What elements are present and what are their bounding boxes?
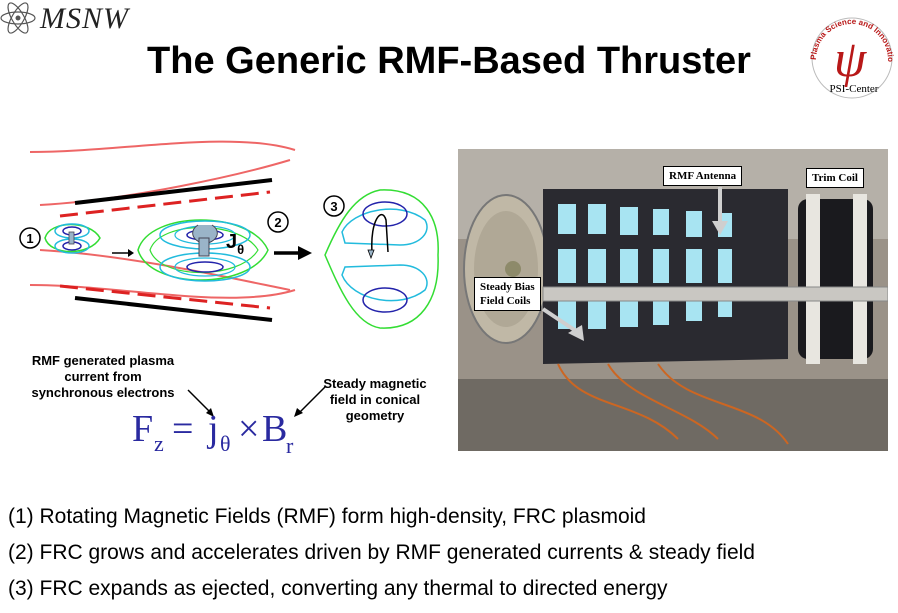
frc-3-outer bbox=[324, 189, 439, 329]
bullet-item-2: (2) FRC grows and accelerates driven by … bbox=[8, 541, 755, 564]
svg-text:B: B bbox=[262, 408, 287, 450]
steady-bias-field-coils-label: Steady Bias Field Coils bbox=[474, 277, 541, 311]
force-equation: F z = j θ × B r bbox=[132, 408, 294, 458]
current-arrow bbox=[198, 237, 210, 257]
field-line-inner-top bbox=[39, 159, 291, 206]
psi-symbol: ψ bbox=[834, 31, 868, 88]
svg-text:r: r bbox=[286, 433, 294, 458]
caption-arrows bbox=[187, 385, 327, 417]
trim-coil-label: Trim Coil bbox=[806, 168, 864, 188]
current-symbol: Jθ bbox=[226, 231, 244, 257]
stage-1-label: 1 bbox=[26, 231, 33, 246]
slide-title: The Generic RMF-Based Thruster bbox=[147, 40, 751, 82]
coil-dashed-top bbox=[59, 190, 271, 218]
bullet-item-1: (1) Rotating Magnetic Fields (RMF) form … bbox=[8, 505, 646, 528]
rmf-current-caption: RMF generated plasma current from synchr… bbox=[31, 353, 175, 400]
stage-3-label: 3 bbox=[330, 199, 337, 214]
psi-center-logo: Plasma Science and Innovation ψ PSI-Cent… bbox=[798, 0, 898, 100]
atom-icon bbox=[0, 2, 36, 34]
coil-dashed-bottom bbox=[59, 284, 271, 310]
svg-text:θ: θ bbox=[220, 431, 231, 456]
svg-text:j: j bbox=[206, 408, 219, 450]
thruster-diagram: 1 Jθ 2 3 bbox=[19, 140, 439, 329]
wall-bottom bbox=[74, 296, 273, 322]
stage-1-marker bbox=[19, 227, 41, 249]
bullet-list: (1) Rotating Magnetic Fields (RMF) form … bbox=[8, 505, 898, 613]
stage-3-marker bbox=[323, 195, 345, 217]
field-line-top bbox=[29, 140, 296, 153]
svg-text:×: × bbox=[238, 408, 259, 450]
rmf-antenna-label: RMF Antenna bbox=[663, 166, 743, 186]
bullet-item-3: (3) FRC expands as ejected, converting a… bbox=[8, 577, 668, 600]
thruster-photo-drawing bbox=[458, 149, 889, 451]
stage-2-marker bbox=[267, 211, 289, 233]
msnw-logo: MSNW bbox=[0, 0, 160, 40]
stage-2-label: 2 bbox=[274, 215, 281, 230]
thruster-photo: RMF Antenna Trim Coil Steady Bias Field … bbox=[458, 149, 889, 451]
svg-text:F: F bbox=[132, 408, 153, 450]
msnw-logo-text: MSNW bbox=[40, 2, 129, 35]
steady-field-caption: Steady magnetic field in conical geometr… bbox=[323, 376, 427, 423]
wall-top bbox=[74, 178, 273, 205]
svg-text:z: z bbox=[154, 431, 164, 456]
psi-label: PSI-Center bbox=[830, 83, 879, 95]
svg-text:=: = bbox=[172, 408, 193, 450]
